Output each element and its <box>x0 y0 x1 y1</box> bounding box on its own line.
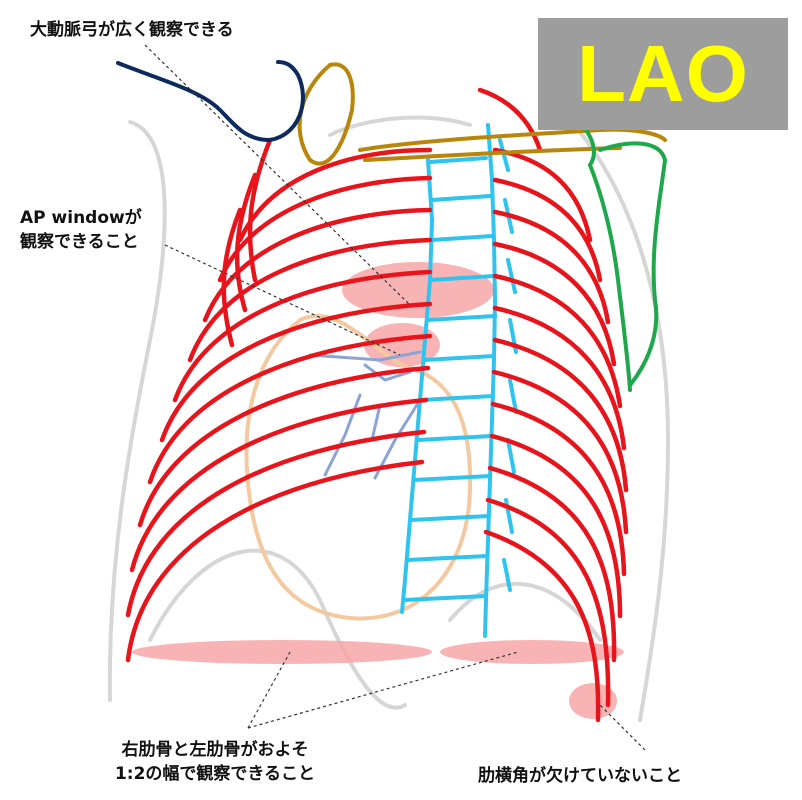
lao-label: LAO <box>577 29 749 118</box>
ap-window-label: AP windowが 観察できること <box>20 206 142 254</box>
right-rib-base-highlight <box>132 640 432 664</box>
diaphragm-right <box>148 548 407 710</box>
rib-ratio-label-line1: 右肋骨と左肋骨がおよそ <box>121 740 309 760</box>
heart-outline <box>244 313 473 621</box>
body-outline <box>107 115 671 722</box>
body-outline-right <box>568 118 671 722</box>
rib-ratio-label-line2: 1:2の幅で観察できること <box>114 764 316 784</box>
trachea-line <box>568 110 668 392</box>
ap-window-label-line2: 観察できること <box>20 232 139 252</box>
aortic-arch-line <box>116 60 305 143</box>
shoulder-line <box>328 115 472 137</box>
body-outline-left <box>107 120 167 702</box>
ap-window-highlight <box>364 323 440 367</box>
diaphragm-left <box>448 581 602 642</box>
rib-ratio-label: 右肋骨と左肋骨がおよそ 1:2の幅で観察できること <box>70 738 360 786</box>
leader-lines <box>144 44 646 751</box>
ribs <box>125 87 629 723</box>
spine <box>400 123 518 638</box>
lao-badge: LAO <box>538 18 788 130</box>
ap-window-label-line1: AP windowが <box>20 208 142 228</box>
left-rib-base-highlight <box>440 640 624 664</box>
costophrenic-label: 肋横角が欠けていないこと <box>478 766 682 786</box>
aortic-arch-label: 大動脈弓が広く観察できる <box>30 20 234 40</box>
